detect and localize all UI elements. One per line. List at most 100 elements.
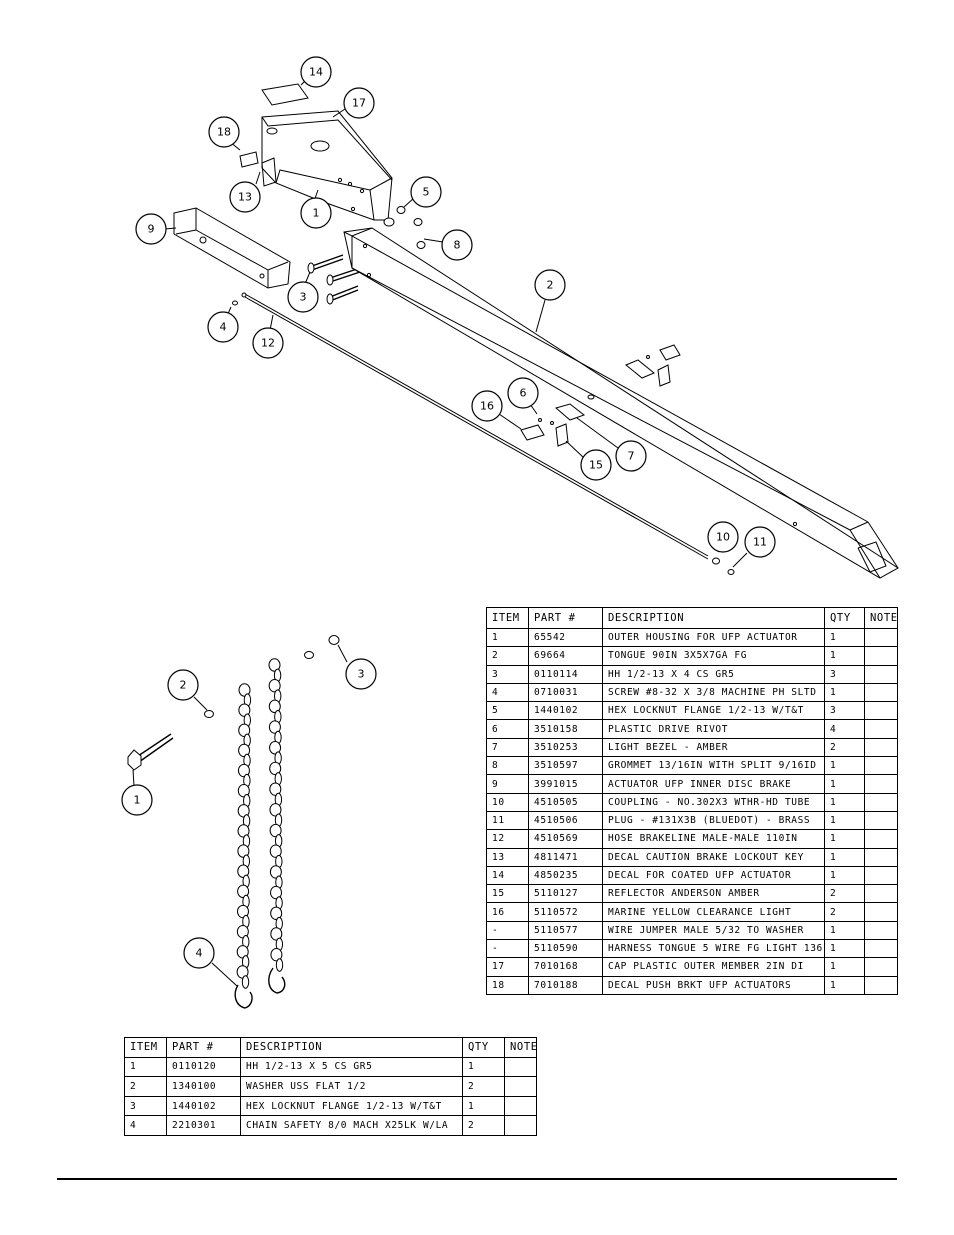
cell-qty: 1 <box>824 847 865 867</box>
cell-part: 69664 <box>528 646 603 666</box>
cell-description: COUPLING - NO.302X3 WTHR-HD TUBE <box>602 792 825 812</box>
callout-item-6: 6 <box>507 377 539 409</box>
callout-label: 10 <box>716 531 730 544</box>
cell-part: 4510505 <box>528 792 603 812</box>
cell-description: MARINE YELLOW CLEARANCE LIGHT <box>602 902 825 922</box>
cell-part: 1440102 <box>166 1095 241 1117</box>
callout-item-13: 13 <box>229 181 261 213</box>
cell-qty: 2 <box>824 902 865 922</box>
cell-qty: 1 <box>824 829 865 849</box>
footer-rule <box>57 1178 897 1180</box>
cell-description: DECAL CAUTION BRAKE LOCKOUT KEY <box>602 847 825 867</box>
cell-item: 6 <box>486 719 529 739</box>
cell-qty: 1 <box>462 1056 505 1078</box>
cell-note <box>864 847 898 867</box>
cell-item: 14 <box>486 865 529 886</box>
callout-item-17: 17 <box>343 87 375 119</box>
cell-qty: 1 <box>824 682 865 703</box>
cell-qty: 1 <box>824 646 865 666</box>
cell-item: 15 <box>486 884 529 904</box>
cell-item: 9 <box>486 774 529 794</box>
callout-label: 17 <box>352 97 366 110</box>
cell-part: 5110572 <box>528 902 603 922</box>
cell-item: 2 <box>486 646 529 666</box>
cell-description: HH 1/2-13 X 5 CS GR5 <box>240 1056 463 1078</box>
header-note: NOTE <box>864 607 898 629</box>
callout-label: 1 <box>134 794 141 807</box>
cell-qty: 2 <box>462 1115 505 1136</box>
callout-label: 12 <box>261 337 275 350</box>
cell-description: WIRE JUMPER MALE 5/32 TO WASHER <box>602 920 825 941</box>
cell-part: 5110590 <box>528 939 603 959</box>
cell-part: 3510158 <box>528 719 603 739</box>
callout-chain-item-4: 4 <box>183 937 215 969</box>
cell-item: 7 <box>486 737 529 758</box>
cell-qty: 1 <box>824 756 865 776</box>
chain-link <box>269 844 282 858</box>
chain-link <box>270 906 283 920</box>
callout-label: 3 <box>300 291 307 304</box>
cell-description: DECAL FOR COATED UFP ACTUATOR <box>602 865 825 886</box>
cell-description: CAP PLASTIC OUTER MEMBER 2IN DI <box>602 957 825 977</box>
callout-label: 2 <box>180 679 187 692</box>
cell-description: PLASTIC DRIVE RIVOT <box>602 719 825 739</box>
cell-note <box>864 792 898 812</box>
cell-qty: 2 <box>824 737 865 758</box>
chain-link <box>269 865 282 879</box>
cell-qty: 1 <box>824 774 865 794</box>
cell-item: - <box>486 920 529 941</box>
callout-label: 7 <box>628 450 635 463</box>
callout-label: 3 <box>358 668 365 681</box>
cell-part: 3510597 <box>528 756 603 776</box>
cell-qty: 1 <box>824 920 865 941</box>
cell-note <box>864 865 898 886</box>
callout-label: 8 <box>454 239 461 252</box>
callout-label: 5 <box>423 186 430 199</box>
cell-description: HEX LOCKNUT FLANGE 1/2-13 W/T&T <box>240 1095 463 1117</box>
header-item: ITEM <box>486 607 529 629</box>
callout-item-8: 8 <box>441 229 473 261</box>
chain-link <box>268 720 281 734</box>
cell-note <box>864 920 898 941</box>
cell-item: 1 <box>124 1056 167 1078</box>
chain-link <box>270 885 283 900</box>
cell-description: HOSE BRAKELINE MALE-MALE 110IN <box>602 829 825 849</box>
callout-label: 11 <box>753 536 767 549</box>
cell-description: GROMMET 13/16IN WITH SPLIT 9/16ID <box>602 756 825 776</box>
cell-description: CHAIN SAFETY 8/0 MACH X25LK W/LA <box>240 1115 463 1136</box>
callout-label: 18 <box>217 126 231 139</box>
cell-description: PLUG - #131X3B (BLUEDOT) - BRASS <box>602 810 825 831</box>
cell-note <box>864 646 898 666</box>
callout-item-16: 16 <box>471 390 503 422</box>
cell-part: 5110577 <box>528 920 603 941</box>
callout-label: 9 <box>148 223 155 236</box>
cell-qty: 3 <box>824 701 865 721</box>
callout-item-18: 18 <box>208 116 240 148</box>
cell-part: 4811471 <box>528 847 603 867</box>
cell-part: 4510506 <box>528 810 603 831</box>
cell-description: OUTER HOUSING FOR UFP ACTUATOR <box>602 627 825 648</box>
cell-qty: 1 <box>824 627 865 648</box>
header-part-number: PART # <box>528 607 603 629</box>
cell-item: 3 <box>486 664 529 684</box>
cell-part: 0710031 <box>528 682 603 703</box>
cell-item: 8 <box>486 756 529 776</box>
header-qty: QTY <box>824 607 865 629</box>
tongue-assembly-drawing <box>164 76 899 579</box>
cell-note <box>864 664 898 684</box>
cell-part: 0110120 <box>166 1056 241 1078</box>
cell-note <box>864 627 898 648</box>
chain-link <box>270 927 283 941</box>
callout-chain-item-3: 3 <box>345 658 377 690</box>
